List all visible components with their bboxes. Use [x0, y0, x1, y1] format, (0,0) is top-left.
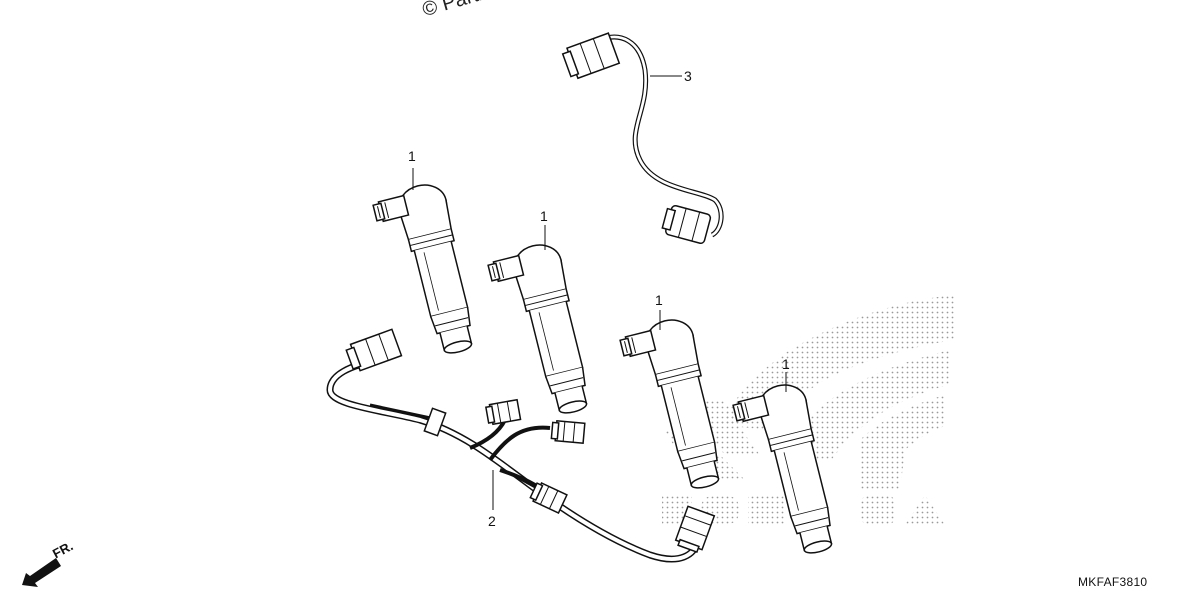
- callout-sub-harness: 3: [684, 68, 692, 84]
- callout-coil-a: 1: [408, 148, 416, 164]
- front-arrow-icon: [22, 558, 61, 587]
- callout-main-harness: 2: [488, 513, 496, 529]
- main-harness-part: [326, 328, 716, 563]
- callout-coil-c: 1: [655, 292, 663, 308]
- ignition-coil-b: [485, 239, 599, 425]
- callout-coil-b: 1: [540, 208, 548, 224]
- sub-harness-part: [561, 32, 724, 244]
- diagram-code: MKFAF3810: [1078, 575, 1148, 589]
- callout-coil-d: 1: [782, 356, 790, 372]
